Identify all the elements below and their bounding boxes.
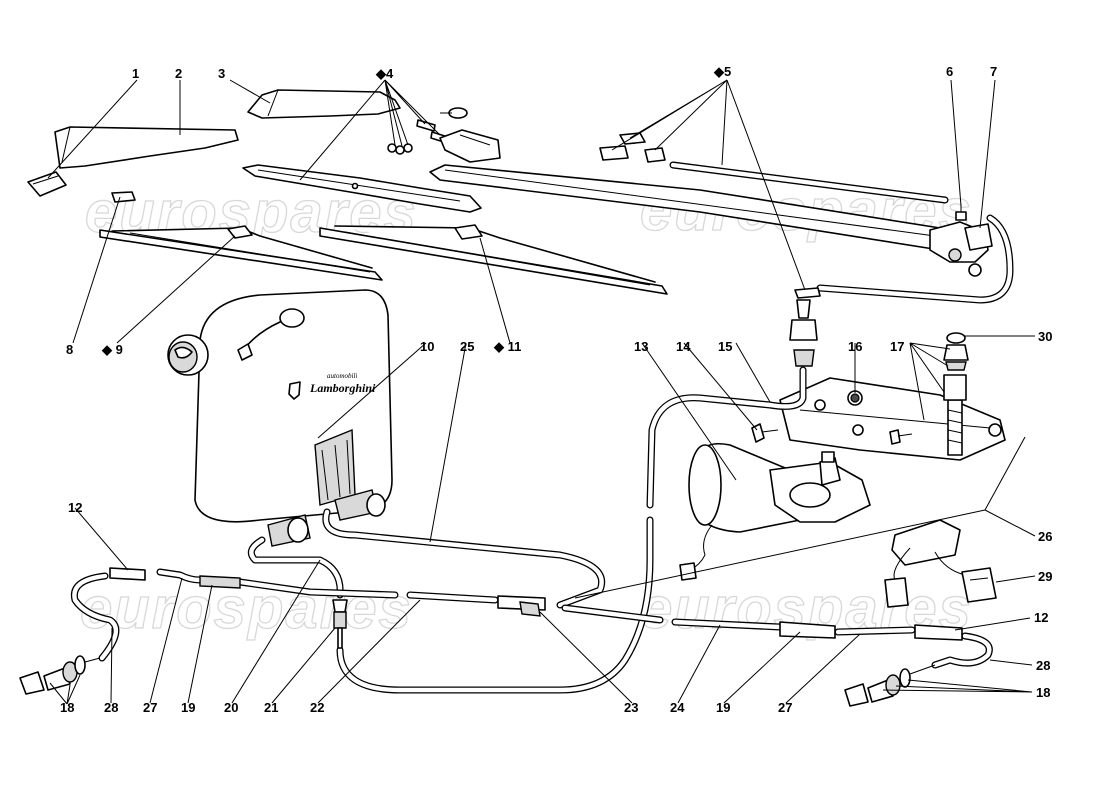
hose-network	[70, 366, 993, 694]
tank-brand-prefix: automobili	[327, 372, 357, 380]
callout-22: 22	[310, 700, 324, 715]
callout-17: 17	[890, 339, 904, 354]
callout-5: ◆5	[713, 64, 731, 79]
part-17-wiper-bracket	[779, 332, 1006, 461]
part-10-washer-tank: automobili Lamborghini	[167, 289, 393, 547]
part-26-relay	[884, 519, 966, 608]
callout-3: 3	[218, 66, 225, 81]
callout-28-right: 28	[1036, 658, 1050, 673]
callout-12-left: 12	[68, 500, 82, 515]
part-6-screw	[955, 204, 967, 221]
part-29-connector	[961, 567, 997, 603]
callout-15: 15	[718, 339, 732, 354]
part-18-nozzle-right	[844, 664, 936, 707]
callout-30: 30	[1038, 329, 1052, 344]
callout-27-right: 27	[778, 700, 792, 715]
callout-19-left: 19	[181, 700, 195, 715]
part-3-arm-cover-right	[247, 89, 401, 119]
part-18-nozzle-left	[19, 655, 101, 695]
callout-28-left: 28	[104, 700, 118, 715]
callout-18-right: 18	[1036, 685, 1050, 700]
callout-11: ◆ 11	[493, 339, 521, 354]
callout-16: 16	[848, 339, 862, 354]
connector-grommet	[789, 287, 821, 367]
part-9-wiper-blade-left	[99, 225, 383, 281]
callout-2: 2	[175, 66, 182, 81]
leader-lines	[47, 79, 1036, 705]
callout-13: 13	[634, 339, 648, 354]
watermark-bottom-left: eurospares	[80, 576, 413, 641]
tank-brand-name: Lamborghini	[309, 381, 376, 395]
callout-9: ◆ 9	[101, 342, 123, 357]
callout-8: 8	[66, 342, 73, 357]
part-11-wiper-blade-right	[319, 224, 668, 295]
part-1-small-cap	[27, 171, 67, 197]
callout-21: 21	[264, 700, 278, 715]
callout-27-left: 27	[143, 700, 157, 715]
callout-6: 6	[946, 64, 953, 79]
callout-24: 24	[670, 700, 685, 715]
callout-10: 10	[420, 339, 434, 354]
callout-12-right: 12	[1034, 610, 1048, 625]
callout-26: 26	[1038, 529, 1052, 544]
part-2-arm-cover-left	[54, 126, 239, 169]
callout-25-top: 25	[460, 339, 474, 354]
callout-labels: 1 2 3 ◆4 ◆5 6 7 8 ◆ 9 10 25 ◆ 11 13 14 1…	[60, 64, 1052, 715]
part-7-cap	[964, 223, 993, 251]
callout-4: ◆4	[375, 66, 394, 81]
part-8-blade-clip	[111, 191, 136, 203]
part-16-bolt-right	[889, 429, 913, 445]
callout-23: 23	[624, 700, 638, 715]
callout-20: 20	[224, 700, 238, 715]
part-14-bolt	[751, 423, 779, 443]
hose-connectors	[109, 567, 963, 649]
callout-29: 29	[1038, 569, 1052, 584]
callout-7: 7	[990, 64, 997, 79]
part-13-wiper-motor	[679, 442, 871, 581]
callout-1: 1	[132, 66, 139, 81]
hose-5-upper	[669, 161, 1014, 304]
callout-18-left: 18	[60, 700, 74, 715]
part-5-wiper-arm-right	[429, 129, 989, 277]
callout-14: 14	[676, 339, 691, 354]
callout-19-right: 19	[716, 700, 730, 715]
